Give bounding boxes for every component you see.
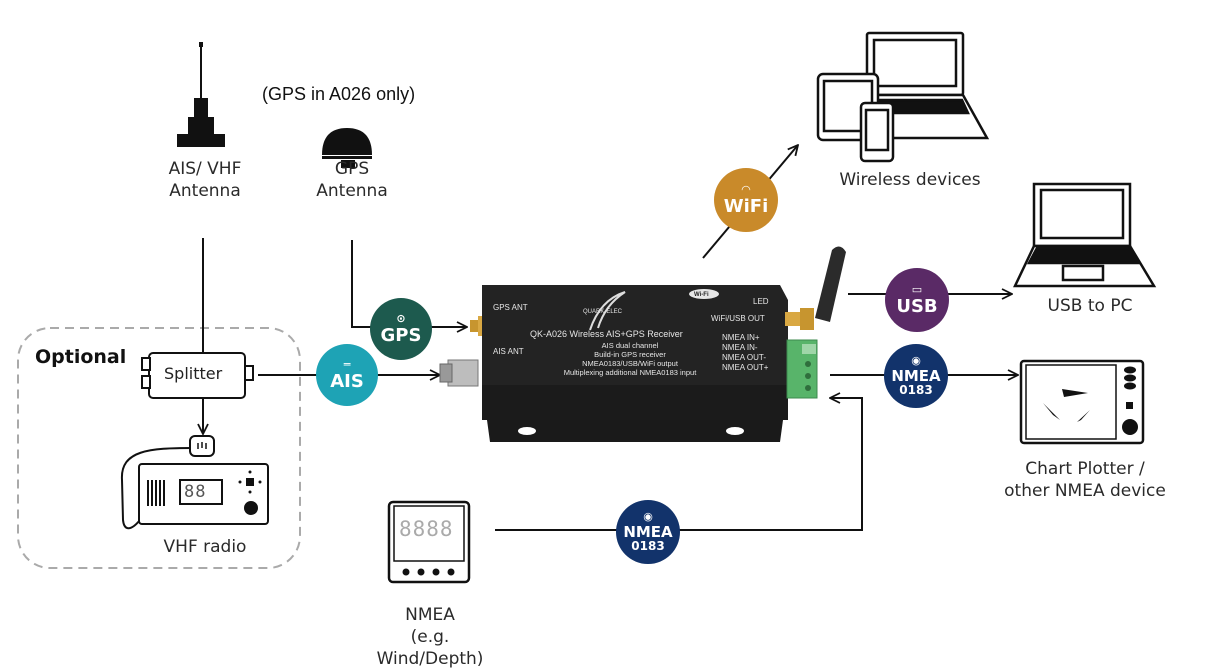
receiver-wifi-logo: Wi-Fi xyxy=(694,292,709,298)
gps-antenna-label-line2: Antenna xyxy=(316,181,388,201)
usb-port-icon: ▭ xyxy=(911,282,923,296)
ais-antenna-label-line1: AIS/ VHF xyxy=(168,159,242,179)
ais-badge-label: AIS xyxy=(330,370,364,392)
location-pin-icon: ⊙ xyxy=(396,311,406,325)
wifi-icon: ◠ xyxy=(741,182,751,196)
nmea-in-badge: ◉ NMEA 0183 xyxy=(616,500,680,564)
splitter-label: Splitter xyxy=(164,364,223,383)
receiver-feature: NMEA0183/USB/WiFi output xyxy=(582,359,678,368)
nmea-in-badge-sub: 0183 xyxy=(631,539,665,553)
nmea-out-badge-sub: 0183 xyxy=(899,383,933,397)
wireless-devices-icon xyxy=(816,31,990,163)
nmea-instrument-label-line2: (e.g. Wind/Depth) xyxy=(376,627,484,669)
gps-badge-label: GPS xyxy=(380,324,422,346)
receiver-terminal-label: NMEA IN- xyxy=(722,343,758,352)
receiver-model-title: QK-A026 Wireless AIS+GPS Receiver xyxy=(530,329,683,339)
receiver-feature: Build-in GPS receiver xyxy=(594,350,666,359)
receiver-terminal-label: NMEA IN+ xyxy=(722,333,760,342)
gps-antenna-label: GPS Antenna xyxy=(292,158,412,202)
nmea-instrument-display: 8888 xyxy=(399,517,454,541)
nmea-in-badge-label: NMEA xyxy=(623,523,673,541)
ais-antenna-label: AIS/ VHF Antenna xyxy=(145,158,265,202)
laptop-icon xyxy=(1013,182,1157,288)
nmea-instrument-label: NMEA (e.g. Wind/Depth) xyxy=(355,604,505,670)
nmea-instrument-label-line1: NMEA xyxy=(405,605,455,625)
receiver-terminal-label: NMEA OUT- xyxy=(722,353,767,362)
chart-plotter-label-line2: other NMEA device xyxy=(1004,481,1166,501)
receiver-led-label: LED xyxy=(753,297,769,306)
receiver-terminals: NMEA IN+ NMEA IN- NMEA OUT- NMEA OUT+ xyxy=(722,333,768,373)
chart-plotter-label-line1: Chart Plotter / xyxy=(1025,459,1145,479)
gps-antenna-label-line1: GPS xyxy=(334,159,370,179)
usb-badge: ▭ USB xyxy=(885,268,949,332)
ship-icon: ═ xyxy=(343,357,351,371)
ais-badge: ═ AIS xyxy=(316,344,378,406)
vhf-radio-display: 88 xyxy=(184,482,207,502)
usb-pc-label: USB to PC xyxy=(1047,296,1133,316)
receiver-gps-ant-label: GPS ANT xyxy=(493,303,528,312)
receiver-brand: QUARK-ELEC xyxy=(583,309,623,315)
wireless-devices-label: Wireless devices xyxy=(839,170,981,190)
receiver-wifi-usb-out-label: WiFi/USB OUT xyxy=(711,314,765,323)
target-icon: ◉ xyxy=(911,354,921,367)
vhf-radio-label: VHF radio xyxy=(163,537,247,557)
gps-antenna-icon xyxy=(322,128,372,168)
gps-note: (GPS in A026 only) xyxy=(262,84,416,104)
receiver-device xyxy=(439,246,846,442)
receiver-feature: AIS dual channel xyxy=(601,341,659,350)
receiver-feature: Multiplexing additional NMEA0183 input xyxy=(563,368,697,377)
usb-badge-label: USB xyxy=(896,295,938,317)
splitter-icon xyxy=(141,352,254,399)
gps-badge: ⊙ GPS xyxy=(370,298,432,360)
vhf-radio-icon xyxy=(120,435,269,530)
wifi-badge-label: WiFi xyxy=(723,195,769,217)
nmea-instrument-icon xyxy=(387,500,471,584)
vhf-antenna-icon xyxy=(177,42,225,147)
optional-region xyxy=(17,327,301,569)
nmea-out-badge: ◉ NMEA 0183 xyxy=(884,344,948,408)
optional-label: Optional xyxy=(35,346,127,368)
nmea-out-badge-label: NMEA xyxy=(891,367,941,385)
receiver-ais-ant-label: AIS ANT xyxy=(493,347,524,356)
ais-antenna-label-line2: Antenna xyxy=(169,181,241,201)
receiver-terminal-label: NMEA OUT+ xyxy=(722,363,769,372)
target-icon: ◉ xyxy=(643,510,653,523)
chart-plotter-icon xyxy=(1019,359,1145,445)
receiver-features: AIS dual channel Build-in GPS receiver N… xyxy=(530,341,730,377)
wifi-badge: ◠ WiFi xyxy=(714,168,778,232)
chart-plotter-label: Chart Plotter / other NMEA device xyxy=(990,458,1180,502)
